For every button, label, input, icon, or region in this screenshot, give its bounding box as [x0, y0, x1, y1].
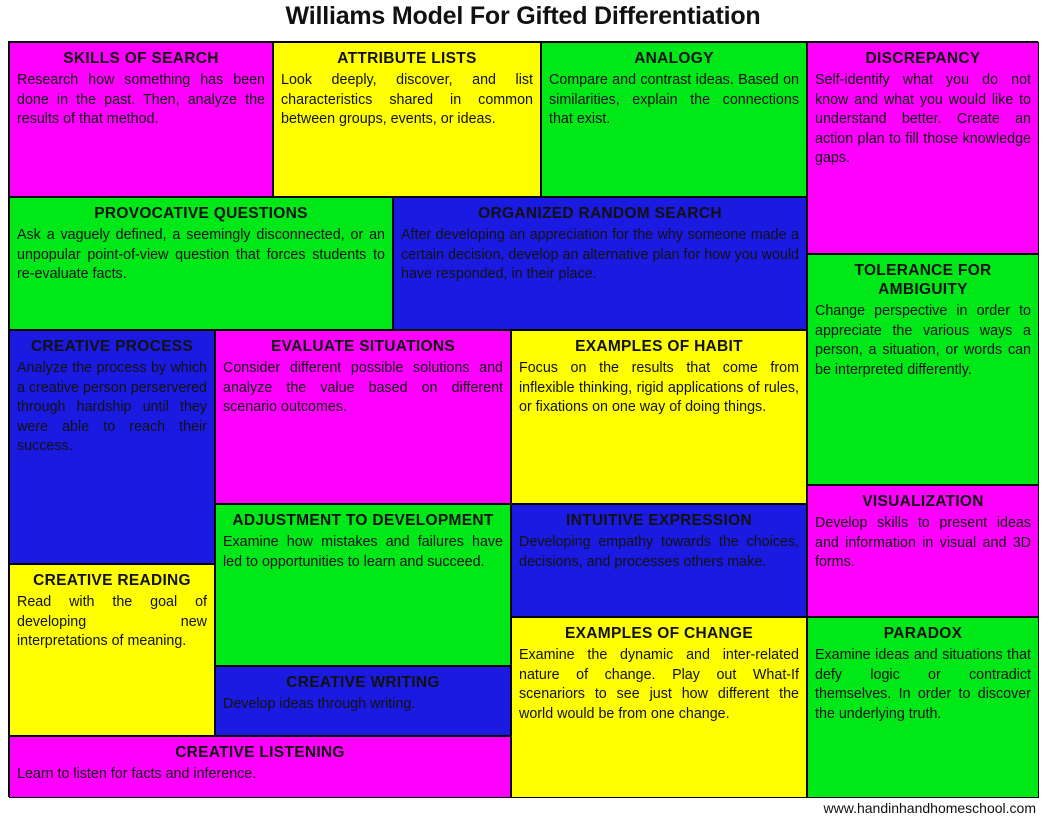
- cell-visualization[interactable]: VISUALIZATION Develop skills to present …: [807, 485, 1039, 617]
- cell-examples-of-change[interactable]: EXAMPLES OF CHANGE Examine the dynamic a…: [511, 617, 807, 798]
- cell-creative-process[interactable]: CREATIVE PROCESS Analyze the process by …: [9, 330, 215, 564]
- cell-body: Ask a vaguely defined, a seemingly disco…: [17, 227, 385, 282]
- cell-examples-of-habit[interactable]: EXAMPLES OF HABIT Focus on the results t…: [511, 330, 807, 504]
- cell-provocative-questions[interactable]: PROVOCATIVE QUESTIONS Ask a vaguely defi…: [9, 197, 393, 330]
- cell-heading: ANALOGY: [634, 50, 714, 67]
- cell-body: Compare and contrast ideas. Based on sim…: [549, 72, 799, 127]
- cell-heading: EVALUATE SITUATIONS: [271, 338, 455, 355]
- cell-heading: VISUALIZATION: [862, 493, 984, 510]
- page-title: Williams Model For Gifted Differentiatio…: [285, 2, 761, 30]
- cell-discrepancy[interactable]: DISCREPANCY Self-identify what you do no…: [807, 42, 1039, 254]
- cell-body: Developing empathy towards the choices, …: [519, 534, 799, 570]
- cell-heading: PARADOX: [883, 625, 963, 642]
- cell-evaluate-situations[interactable]: EVALUATE SITUATIONS Consider different p…: [215, 330, 511, 504]
- cell-body: Consider different possible solutions an…: [223, 360, 503, 415]
- cell-heading: CREATIVE PROCESS: [30, 338, 194, 355]
- cell-heading: SKILLS OF SEARCH: [63, 50, 219, 67]
- cell-body: Develop skills to present ideas and info…: [815, 515, 1031, 570]
- cell-paradox[interactable]: PARADOX Examine ideas and situations tha…: [807, 617, 1039, 798]
- cell-heading: EXAMPLES OF HABIT: [575, 338, 743, 355]
- cell-body: Examine ideas and situations that defy l…: [815, 647, 1031, 722]
- cell-body: Self-identify what you do not know and w…: [815, 72, 1031, 166]
- cell-intuitive-expression[interactable]: INTUITIVE EXPRESSION Developing empathy …: [511, 504, 807, 617]
- cell-attribute-lists[interactable]: ATTRIBUTE LISTS Look deeply, discover, a…: [273, 42, 541, 197]
- cell-body: Focus on the results that come from infl…: [519, 360, 799, 415]
- cell-body: Read with the goal of developing new int…: [17, 594, 207, 649]
- cell-creative-writing[interactable]: CREATIVE WRITING Develop ideas through w…: [215, 666, 511, 736]
- cell-body: Examine the dynamic and inter-related na…: [519, 647, 799, 722]
- cell-heading: ATTRIBUTE LISTS: [337, 50, 477, 67]
- cell-skills-of-search[interactable]: SKILLS OF SEARCH Research how something …: [9, 42, 273, 197]
- cell-creative-reading[interactable]: CREATIVE READING Read with the goal of d…: [9, 564, 215, 736]
- cell-body: Change perspective in order to appreciat…: [815, 303, 1031, 378]
- cell-heading: CREATIVE LISTENING: [175, 744, 345, 761]
- cell-body: Research how something has been done in …: [17, 72, 265, 127]
- cell-heading: TOLERANCE FOR AMBIGUITY: [854, 262, 992, 298]
- cell-heading: ORGANIZED RANDOM SEARCH: [478, 205, 722, 222]
- cell-analogy[interactable]: ANALOGY Compare and contrast ideas. Base…: [541, 42, 807, 197]
- cell-adjustment-to-development[interactable]: ADJUSTMENT TO DEVELOPMENT Examine how mi…: [215, 504, 511, 666]
- cell-body: Look deeply, discover, and list characte…: [281, 72, 533, 127]
- cell-body: Examine how mistakes and failures have l…: [223, 534, 503, 570]
- cell-body: Learn to listen for facts and inference.: [17, 766, 257, 782]
- cell-body: After developing an appreciation for the…: [401, 227, 799, 282]
- cell-body: Analyze the process by which a creative …: [17, 360, 207, 454]
- cell-tolerance-for-ambiguity[interactable]: TOLERANCE FOR AMBIGUITY Change perspecti…: [807, 254, 1039, 485]
- cell-heading: EXAMPLES OF CHANGE: [565, 625, 753, 642]
- cell-creative-listening[interactable]: CREATIVE LISTENING Learn to listen for f…: [9, 736, 511, 798]
- cell-organized-random-search[interactable]: ORGANIZED RANDOM SEARCH After developing…: [393, 197, 807, 330]
- cell-heading: PROVOCATIVE QUESTIONS: [94, 205, 308, 222]
- cell-heading: DISCREPANCY: [865, 50, 981, 67]
- model-grid: SKILLS OF SEARCH Research how something …: [8, 41, 1039, 798]
- cell-heading: CREATIVE WRITING: [286, 674, 440, 691]
- footer-url: www.handinhandhomeschool.com: [823, 800, 1036, 816]
- cell-body: Develop ideas through writing.: [223, 696, 416, 712]
- cell-heading: ADJUSTMENT TO DEVELOPMENT: [232, 512, 494, 529]
- cell-heading: INTUITIVE EXPRESSION: [565, 512, 752, 529]
- cell-heading: CREATIVE READING: [33, 572, 191, 589]
